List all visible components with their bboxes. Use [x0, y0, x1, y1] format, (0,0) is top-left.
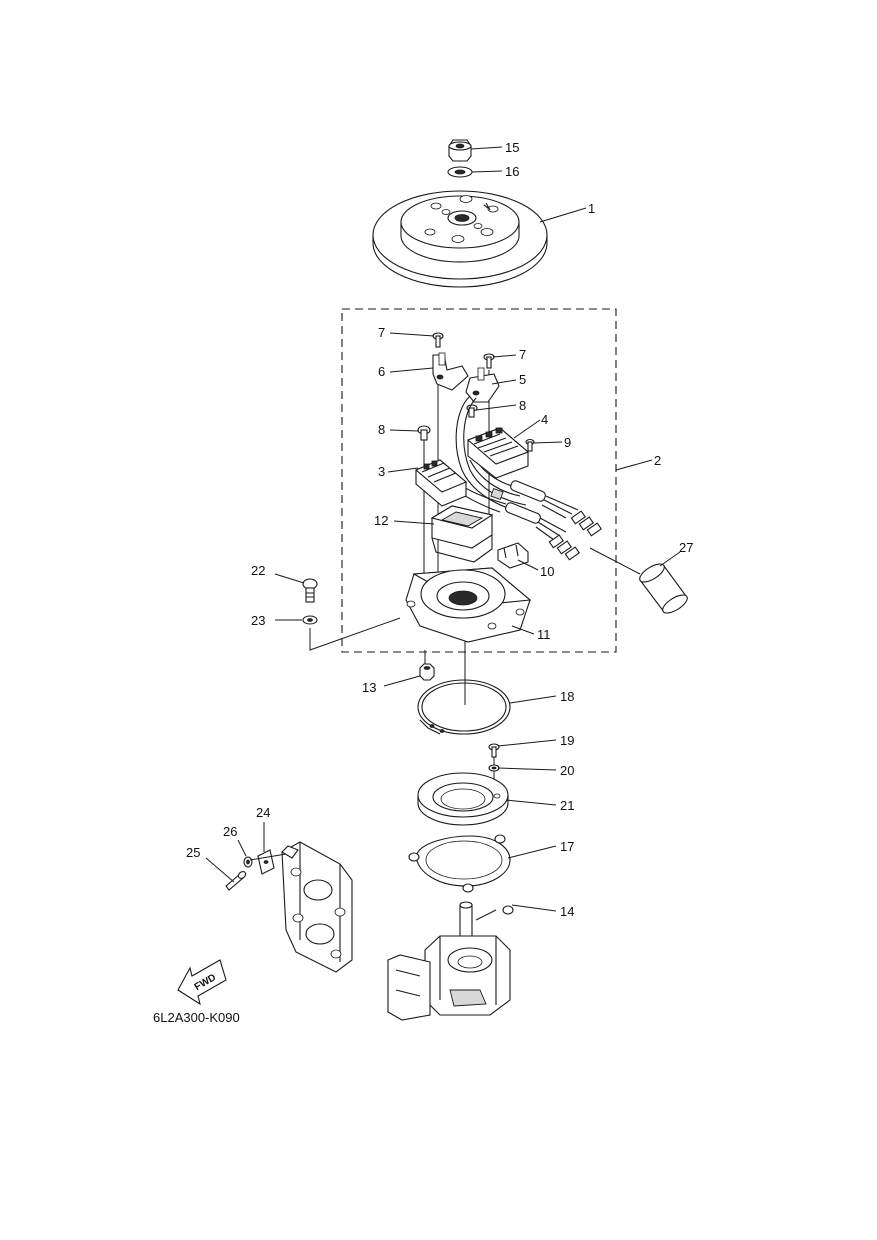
part-24-bracket [257, 849, 275, 875]
part-26-washer [243, 856, 253, 868]
callout-4: 4 [541, 412, 548, 427]
part-14-o-ring [502, 905, 514, 915]
diagram-code: 6L2A300-K090 [153, 1010, 240, 1025]
part-3-ignition-coil [414, 459, 468, 507]
callout-26: 26 [223, 824, 237, 839]
callout-22: 22 [251, 563, 265, 578]
leader-lines [205, 146, 681, 921]
callout-13: 13 [362, 680, 376, 695]
part-17-gasket [408, 834, 511, 893]
part-12-pulser-coil [430, 505, 494, 563]
part-21-retainer-plate [417, 772, 509, 826]
guide-line-24-26 [249, 853, 287, 861]
part-8-screw-left [417, 425, 431, 441]
callout-14: 14 [560, 904, 574, 919]
callout-11: 11 [537, 627, 551, 642]
part-11-stator-base [405, 567, 532, 643]
callout-12: 12 [374, 513, 388, 528]
part-13-bolt [419, 663, 435, 681]
callout-9: 9 [564, 435, 571, 450]
part-9-screw [525, 438, 535, 452]
callout-15: 15 [505, 140, 519, 155]
part-16-washer [447, 166, 473, 178]
callout-21: 21 [560, 798, 574, 813]
callout-8-right: 8 [519, 398, 526, 413]
callout-17: 17 [560, 839, 574, 854]
part-8-screw-right [466, 404, 478, 418]
callout-5: 5 [519, 372, 526, 387]
callout-7-left: 7 [378, 325, 385, 340]
part-1-flywheel [372, 190, 548, 288]
mounting-plate [281, 841, 353, 973]
callout-6: 6 [378, 364, 385, 379]
part-23-washer [302, 615, 318, 625]
part-20-washer [488, 764, 500, 772]
part-6-bracket [432, 352, 469, 391]
part-25-screw [225, 871, 247, 891]
part-7-screw-right [483, 353, 495, 369]
part-15-nut [448, 139, 472, 162]
guide-line-22-23 [309, 617, 401, 651]
part-27-cap [639, 563, 688, 614]
callout-8-left: 8 [378, 422, 385, 437]
callout-20: 20 [560, 763, 574, 778]
part-22-bolt [302, 578, 318, 603]
callout-27: 27 [679, 540, 693, 555]
part-7-screw-left [432, 332, 444, 348]
callout-3: 3 [378, 464, 385, 479]
fwd-arrow: FWD [177, 959, 227, 1006]
part-4-cdi-unit [466, 427, 530, 479]
part-19-screw [488, 743, 500, 758]
part-10-clamp [497, 542, 529, 569]
part-18-retaining-ring [417, 679, 511, 735]
callout-19: 19 [560, 733, 574, 748]
callout-labels: 15 16 1 2 3 4 5 6 7 7 8 8 9 10 11 12 13 … [186, 140, 693, 919]
callout-10: 10 [540, 564, 554, 579]
engine-crankcase [387, 901, 511, 1021]
callout-23: 23 [251, 613, 265, 628]
part-2-stator-assembly-outline [341, 308, 617, 653]
callout-18: 18 [560, 689, 574, 704]
callout-2: 2 [654, 453, 661, 468]
callout-25: 25 [186, 845, 200, 860]
callout-16: 16 [505, 164, 519, 179]
callout-1: 1 [588, 201, 595, 216]
part-5-bracket [465, 367, 500, 403]
callout-7-right: 7 [519, 347, 526, 362]
callout-24: 24 [256, 805, 270, 820]
